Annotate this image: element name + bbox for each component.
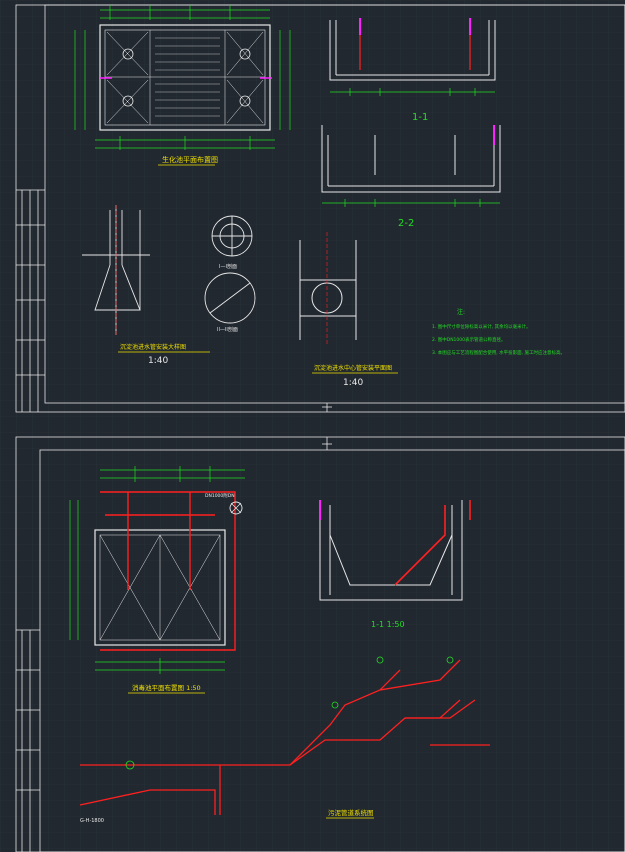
detail-left-title: 沉淀池进水管安装大样图 (120, 343, 186, 351)
notes-title: 注: (457, 308, 465, 316)
note-2: 2. 图中DN1000表示管道公称直径。 (432, 336, 506, 343)
pipe-label-dn1000: DN1000附DN (205, 492, 235, 499)
center-pipe-detail: 沉淀池进水中心管安装平面图 1:40 (299, 232, 398, 388)
circle-section-label-1: I—I剖面 (219, 263, 237, 270)
sludge-pipe-system: G-H-1800 污泥管道系统图 (79, 656, 490, 824)
disinfection-plan-title: 消毒池平面布置图 1:50 (132, 683, 201, 692)
section-1-1-label: 1-1 (412, 112, 428, 123)
tag-left: G-H-1800 (80, 818, 104, 824)
bio-tank-plan: 生化池平面布置图 (74, 5, 291, 166)
circle-section-label-2: II—II剖面 (217, 326, 238, 333)
inlet-pipe-detail: I—I剖面 II—II剖面 沉淀池进水管安装大样图 1:40 (82, 205, 256, 366)
disinfection-tank-plan: DN1000附DN 消毒池平面布置图 1:50 (69, 466, 245, 694)
center-markers (322, 403, 332, 450)
section-2-2-label: 2-2 (398, 218, 414, 229)
bio-tank-plan-title: 生化池平面布置图 (162, 155, 218, 164)
section-2-2: 2-2 (321, 125, 501, 229)
note-3: 3. 本图应与工艺流程图配合使用, 水平投影面, 施工时应注意标高。 (432, 349, 565, 356)
sheet-2-frame (15, 436, 625, 852)
sludge-system-title: 污泥管道系统图 (328, 808, 374, 817)
sheet-1-frame (15, 4, 625, 413)
notes-block: 注: 1. 图中尺寸单位除标高以米计, 其余均以毫米计。 2. 图中DN1000… (432, 308, 565, 356)
section-1-1: 1-1 (329, 18, 496, 123)
disinfection-section-1-1: 1-1 1:50 (319, 500, 471, 629)
detail-right-title: 沉淀池进水中心管安装平面图 (314, 364, 392, 372)
disinfection-section-label: 1-1 1:50 (371, 620, 405, 629)
detail-right-scale: 1:40 (343, 378, 363, 388)
detail-left-scale: 1:40 (148, 356, 168, 366)
note-1: 1. 图中尺寸单位除标高以米计, 其余均以毫米计。 (432, 323, 531, 330)
